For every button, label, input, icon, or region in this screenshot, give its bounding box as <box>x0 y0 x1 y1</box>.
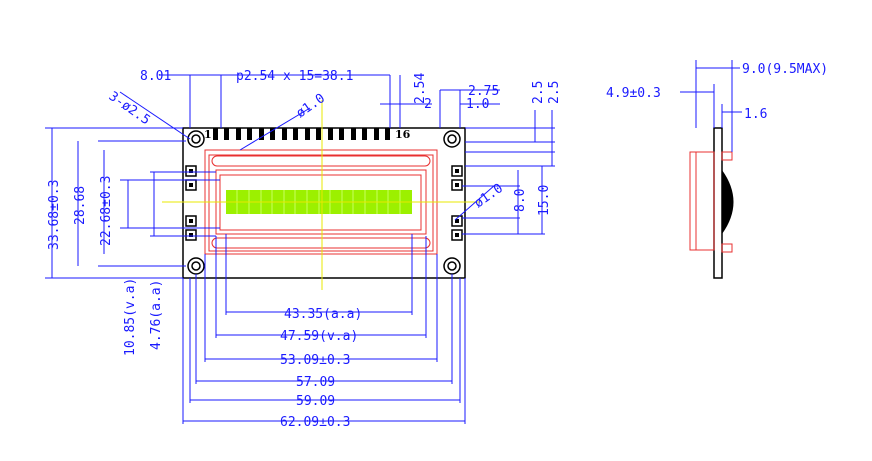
dim-edge-1: 1.0 <box>466 97 489 112</box>
side-view <box>680 60 742 279</box>
dim-h-15: 15.0 <box>537 185 552 216</box>
dim-right-25a: 2.5 <box>531 81 546 104</box>
dim-pitch: p2.54 x 15=38.1 <box>236 69 353 84</box>
dim-side-16: 1.6 <box>744 107 767 122</box>
dim-pin-hole: 2.75 <box>468 84 499 99</box>
dim-edge-2: 2 <box>424 97 432 112</box>
pin-1-label: 1 <box>204 128 212 141</box>
top-clip <box>211 155 431 167</box>
dim-side-max: 9.0(9.5MAX) <box>742 62 828 77</box>
dim-h-28: 28.68 <box>73 186 88 225</box>
dim-right-25b: 2.5 <box>547 81 562 104</box>
pcb-outline <box>182 127 466 279</box>
dim-h-va: 10.85(v.a) <box>123 278 138 356</box>
dim-pin-spacing: 2.54 <box>413 73 428 104</box>
front-view: 1 16 <box>162 100 480 290</box>
dim-w-aa: 43.35(a.a) <box>284 307 362 322</box>
dim-h-8: 8.0 <box>513 189 528 212</box>
bezel-inner-outline <box>208 154 434 252</box>
pin-16-label: 16 <box>395 128 411 141</box>
side-backlight-bump <box>722 170 734 234</box>
front-dimensions <box>45 74 555 424</box>
dim-w-59: 59.09 <box>296 394 335 409</box>
dim-mount-hole: 3-ø2.5 <box>106 89 153 128</box>
side-pcb <box>713 127 723 279</box>
right-pads <box>451 165 463 241</box>
dim-top-offset: 8.01 <box>140 69 171 84</box>
dim-pin-dia: ø1.0 <box>294 91 328 121</box>
dim-w-57: 57.09 <box>296 375 335 390</box>
dim-w-53: 53.09±0.3 <box>280 353 350 368</box>
dim-w-va: 47.59(v.a) <box>280 329 358 344</box>
dim-side-thick: 4.9±0.3 <box>606 86 661 101</box>
bottom-clip <box>211 237 431 249</box>
dim-h-aa: 4.76(a.a) <box>149 280 164 350</box>
dim-h-33: 33.68±0.3 <box>47 180 62 250</box>
side-bezel <box>695 151 715 251</box>
mounting-holes <box>187 130 461 275</box>
left-pads <box>185 165 197 241</box>
dim-w-62: 62.09±0.3 <box>280 415 350 430</box>
dim-h-22: 22.68±0.3 <box>99 176 114 246</box>
header-pins <box>213 128 390 140</box>
